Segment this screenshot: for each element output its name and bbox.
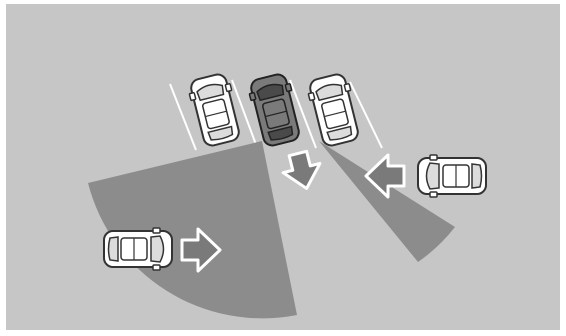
crossing-car-left bbox=[104, 228, 172, 270]
crossing-car-right bbox=[418, 155, 486, 197]
